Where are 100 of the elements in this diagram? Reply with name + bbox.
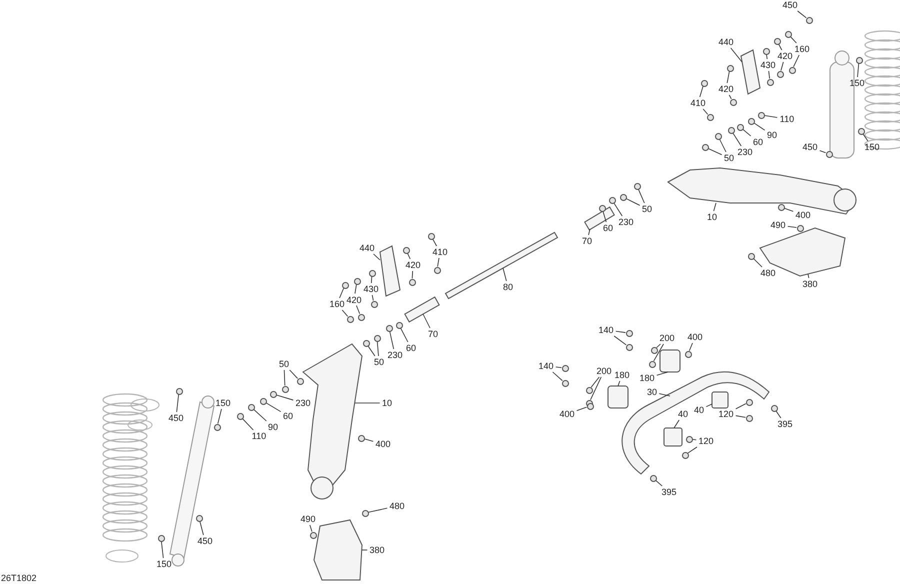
leader-line — [502, 268, 507, 282]
leader-line — [699, 86, 704, 98]
callout-number: 60 — [404, 343, 418, 353]
callout-number: 420 — [717, 84, 735, 94]
callout-number: 10 — [706, 212, 718, 222]
callout-number: 420 — [776, 51, 794, 61]
leader-line — [217, 408, 222, 424]
hardware-part — [702, 144, 708, 150]
hardware-part — [682, 452, 688, 458]
hardware-part — [358, 434, 364, 442]
callout-number: 380 — [801, 279, 819, 289]
hardware-part — [796, 224, 804, 232]
callout-number: 420 — [404, 260, 422, 270]
bushing-tube — [404, 296, 440, 323]
callout-number: 440 — [358, 243, 376, 253]
callout-number: 410 — [431, 247, 449, 257]
callout-number: 70 — [580, 236, 594, 246]
hardware-part — [362, 510, 368, 516]
hardware-part — [686, 436, 692, 442]
callout-number: 430 — [759, 60, 777, 70]
leader-line — [354, 402, 380, 404]
bar-bracket — [608, 386, 628, 408]
leader-line — [199, 520, 204, 536]
leader-line — [289, 370, 298, 379]
hardware-part — [562, 380, 568, 386]
leader-line — [719, 138, 726, 152]
leader-line — [638, 188, 645, 204]
leader-line — [742, 128, 752, 136]
hardware-part — [766, 78, 774, 86]
callout-number: 490 — [769, 220, 787, 230]
leader-line — [389, 331, 394, 350]
callout-number: 230 — [294, 398, 312, 408]
leader-line — [368, 346, 376, 356]
leader-line — [655, 480, 663, 486]
callout-number: 30 — [646, 387, 658, 397]
leader-line — [422, 314, 430, 328]
leader-line — [176, 394, 180, 412]
hardware-part — [368, 270, 376, 276]
leader-line — [354, 284, 357, 294]
hardware-part — [408, 278, 416, 286]
callout-number: 110 — [250, 431, 268, 441]
callout-number: 450 — [781, 0, 799, 10]
hardware-part — [346, 316, 354, 322]
leader-line — [706, 404, 712, 408]
leader-line — [373, 254, 380, 260]
leader-line — [780, 62, 784, 72]
hardware-part — [362, 340, 370, 346]
callout-number: 120 — [697, 436, 715, 446]
hardware-part — [856, 56, 862, 64]
leader-line — [784, 208, 794, 212]
callout-number: 230 — [617, 217, 635, 227]
leader-line — [309, 524, 312, 532]
callout-number: 480 — [759, 268, 777, 278]
leader-line — [376, 341, 379, 356]
hardware-part — [626, 330, 632, 336]
hardware-part — [260, 398, 266, 404]
hardware-part — [374, 334, 380, 342]
leader-line — [242, 418, 254, 430]
leader-line — [728, 94, 732, 100]
hardware-part — [296, 378, 304, 384]
callout-number: 140 — [597, 325, 615, 335]
callout-number: 180 — [613, 370, 631, 380]
hardware-part — [586, 386, 592, 394]
hardware-part — [778, 204, 784, 210]
callout-number: 120 — [717, 409, 735, 419]
leader-line — [857, 63, 860, 78]
leader-line — [614, 336, 627, 346]
hardware-part — [726, 64, 734, 72]
leader-line — [626, 198, 640, 206]
hardware-part — [776, 70, 784, 78]
callout-number: 40 — [692, 405, 706, 415]
link-plate — [379, 245, 401, 297]
leader-line — [674, 420, 680, 428]
callout-number: 110 — [778, 114, 796, 124]
leader-line — [768, 70, 770, 79]
callout-number: 150 — [848, 78, 866, 88]
leader-line — [688, 342, 693, 352]
callout-number: 230 — [736, 147, 754, 157]
callout-number: 50 — [640, 204, 654, 214]
callout-number: 60 — [752, 137, 764, 147]
bushing-tube — [584, 206, 615, 231]
leader-line — [552, 372, 563, 382]
leader-line — [618, 380, 620, 386]
leader-line — [735, 403, 746, 410]
callout-number: 90 — [766, 130, 778, 140]
hardware-part — [434, 266, 440, 274]
hardware-part — [784, 30, 792, 38]
callout-number: 200 — [595, 366, 613, 376]
leader-line — [372, 294, 374, 301]
leader-line — [658, 393, 670, 396]
hardware-part — [762, 48, 770, 54]
hardware-part — [648, 360, 656, 368]
leader-line — [819, 150, 826, 154]
hardware-part — [758, 112, 764, 118]
callout-number: 60 — [602, 223, 614, 233]
callout-number: 60 — [282, 411, 294, 421]
callout-number: 200 — [658, 333, 676, 343]
hardware-part — [746, 414, 752, 422]
hardware-part — [634, 182, 640, 190]
leader-line — [437, 258, 440, 267]
